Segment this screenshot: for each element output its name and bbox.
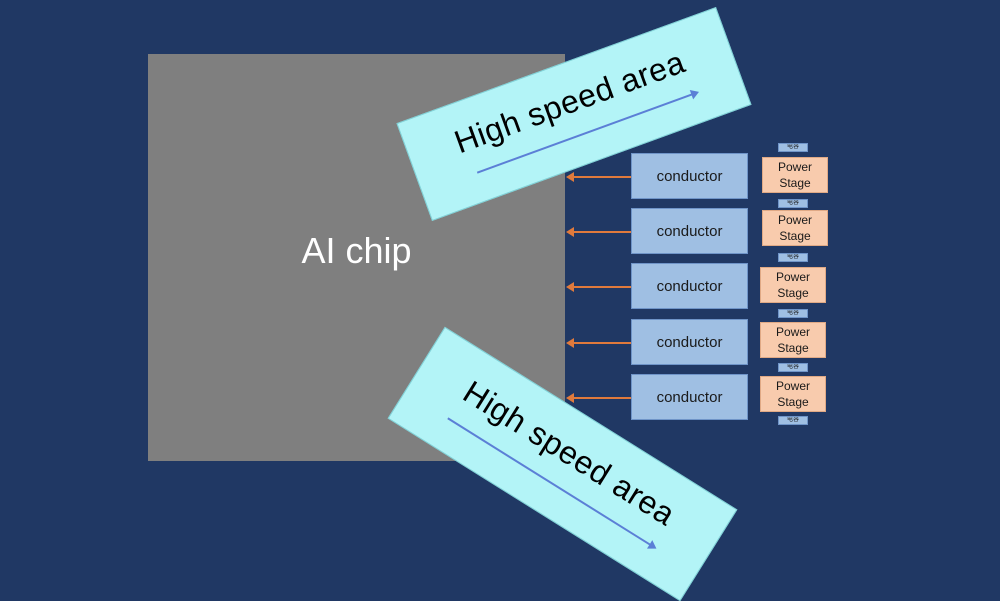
conductor-1: conductor <box>631 153 748 199</box>
feed-arrow <box>566 338 631 348</box>
ai-chip-label: AI chip <box>301 230 412 271</box>
power-stage-4: Power Stage <box>760 322 826 358</box>
capacitor-label: 电容 <box>778 143 808 152</box>
power-stage-5: Power Stage <box>760 376 826 412</box>
capacitor-label: 电容 <box>778 199 808 208</box>
power-stage-line1: Power <box>777 160 812 174</box>
conductor-2: conductor <box>631 208 748 254</box>
power-stage-line1: Power <box>775 270 810 284</box>
conductor-3: conductor <box>631 263 748 309</box>
power-stage-line1: Power <box>775 379 810 393</box>
power-stage-line2: Stage <box>779 229 811 243</box>
capacitor-label: 电容 <box>778 363 808 372</box>
power-stage-line2: Stage <box>777 341 809 355</box>
power-stage-3: Power Stage <box>760 267 826 303</box>
power-stage-line1: Power <box>777 213 812 227</box>
power-stage-2: Power Stage <box>762 210 828 246</box>
power-stage-line2: Stage <box>777 395 809 409</box>
feed-arrow <box>566 172 631 182</box>
feed-arrow <box>566 282 631 292</box>
feed-arrow <box>566 393 631 403</box>
capacitor-label: 电容 <box>778 416 808 425</box>
feed-arrow <box>566 227 631 237</box>
conductor-4: conductor <box>631 319 748 365</box>
conductor-5: conductor <box>631 374 748 420</box>
capacitor-label: 电容 <box>778 253 808 262</box>
power-stage-1: Power Stage <box>762 157 828 193</box>
power-stage-line1: Power <box>775 325 810 339</box>
power-stage-line2: Stage <box>779 176 811 190</box>
capacitor-label: 电容 <box>778 309 808 318</box>
power-stage-line2: Stage <box>777 286 809 300</box>
